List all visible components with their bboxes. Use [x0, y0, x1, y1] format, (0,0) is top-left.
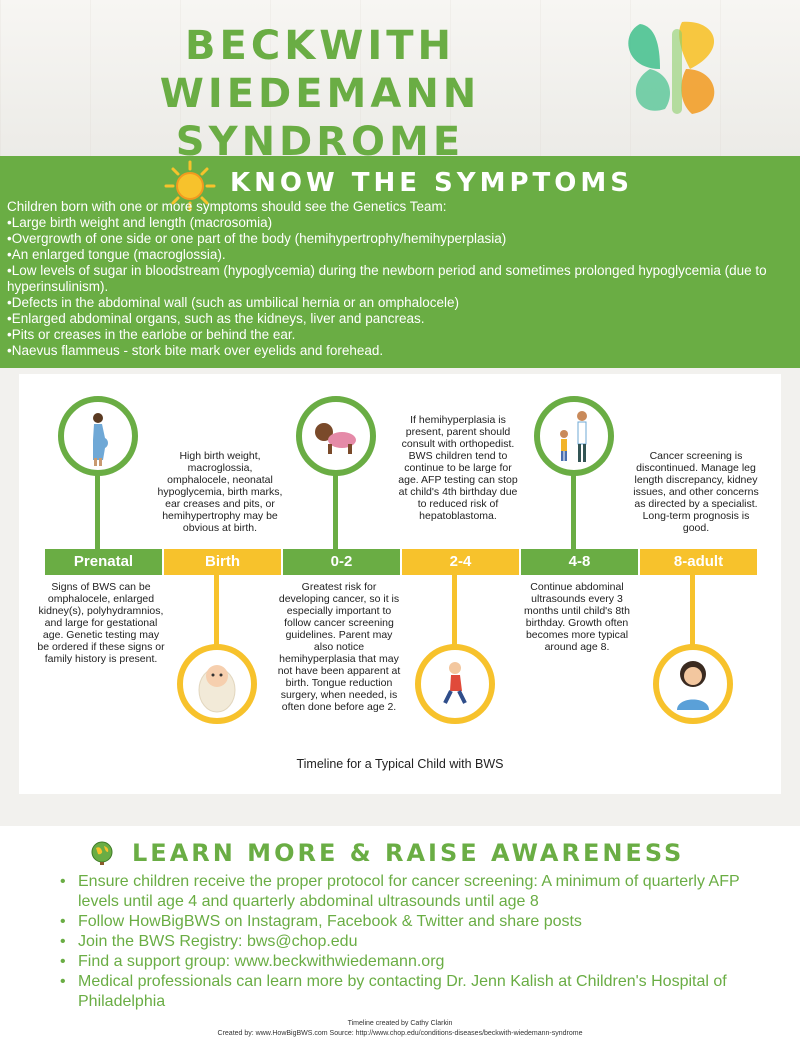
list-item: Overgrowth of one side or one part of th…	[7, 231, 797, 247]
crawling-baby-icon	[315, 423, 356, 454]
stage-description-4-8: Continue abdominal ultrasounds every 3 m…	[524, 581, 630, 653]
butterfly-logo-icon	[628, 21, 715, 114]
timeline-connector	[571, 474, 576, 550]
timeline-circle-birth	[177, 644, 257, 724]
swaddled-baby-icon	[198, 665, 236, 713]
photo-collage-background	[0, 0, 800, 156]
timeline-segment-0-2: 0-2	[283, 549, 400, 575]
timeline-segment-birth: Birth	[164, 549, 281, 575]
learn-more-section: LEARN MORE & RAISE AWARENESS Ensure chil…	[0, 826, 800, 1040]
pregnant-woman-icon	[93, 413, 108, 466]
symptoms-intro: Children born with one or more symptoms …	[7, 199, 447, 214]
adult-woman-icon	[677, 661, 709, 710]
list-item: Follow HowBigBWS on Instagram, Facebook …	[60, 912, 760, 932]
list-item: Naevus flammeus - stork bite mark over e…	[7, 343, 797, 359]
timeline-credit: Timeline created by Cathy Clarkin	[347, 1020, 453, 1027]
stage-description-birth: High birth weight, macroglossia, omphalo…	[157, 450, 283, 534]
learn-more-list: Ensure children receive the proper proto…	[60, 872, 760, 1012]
globe-icon	[91, 841, 113, 865]
list-item: Low levels of sugar in bloodstream (hypo…	[7, 263, 797, 295]
timeline-segment-8-adult: 8-adult	[640, 549, 757, 575]
parent-and-child-icon	[560, 411, 587, 462]
running-child-icon	[443, 662, 467, 704]
symptoms-title: KNOW THE SYMPTOMS	[230, 168, 633, 198]
stage-description-2-4: If hemihyperplasia is present, parent sh…	[398, 414, 518, 522]
symptoms-section: KNOW THE SYMPTOMS Children born with one…	[0, 156, 800, 368]
timeline-connector	[214, 574, 219, 650]
list-item: Join the BWS Registry: bws@chop.edu	[60, 932, 760, 952]
header: BECKWITH WIEDEMANN SYNDROME	[0, 0, 800, 165]
stage-description-prenatal: Signs of BWS can be omphalocele, enlarge…	[37, 581, 165, 665]
timeline-connector	[333, 474, 338, 550]
timeline-caption: Timeline for a Typical Child with BWS	[296, 757, 504, 771]
timeline-segment-4-8: 4-8	[521, 549, 638, 575]
page-title: BECKWITH WIEDEMANN SYNDROME	[20, 22, 620, 166]
timeline-circle-4-8	[534, 396, 614, 476]
timeline-circle-2-4	[415, 644, 495, 724]
list-item: Large birth weight and length (macrosomi…	[7, 215, 797, 231]
timeline-circle-prenatal	[58, 396, 138, 476]
source-credit: Created by: www.HowBigBWS.com Source: ht…	[217, 1030, 583, 1037]
list-item: Medical professionals can learn more by …	[60, 972, 760, 1012]
stage-description-0-2: Greatest risk for developing cancer, so …	[277, 581, 401, 713]
learn-more-title: LEARN MORE & RAISE AWARENESS	[132, 839, 685, 867]
title-line-1: BECKWITH WIEDEMANN	[159, 23, 481, 117]
timeline-circle-8-adult	[653, 644, 733, 724]
timeline-connector	[690, 574, 695, 650]
list-item: An enlarged tongue (macroglossia).	[7, 247, 797, 263]
timeline-connector	[95, 474, 100, 550]
symptoms-list: Large birth weight and length (macrosomi…	[7, 215, 797, 359]
timeline-connector	[452, 574, 457, 650]
list-item: Ensure children receive the proper proto…	[60, 872, 760, 912]
timeline-section: Prenatal Birth 0-2 2-4 4-8 8-adult Signs…	[19, 374, 781, 794]
list-item: Find a support group: www.beckwithwiedem…	[60, 952, 760, 972]
timeline-segment-2-4: 2-4	[402, 549, 519, 575]
timeline-segment-prenatal: Prenatal	[45, 549, 162, 575]
list-item: Pits or creases in the earlobe or behind…	[7, 327, 797, 343]
list-item: Enlarged abdominal organs, such as the k…	[7, 311, 797, 327]
sun-icon	[164, 160, 216, 212]
list-item: Defects in the abdominal wall (such as u…	[7, 295, 797, 311]
timeline-circle-0-2	[296, 396, 376, 476]
stage-description-8-adult: Cancer screening is discontinued. Manage…	[633, 450, 759, 534]
